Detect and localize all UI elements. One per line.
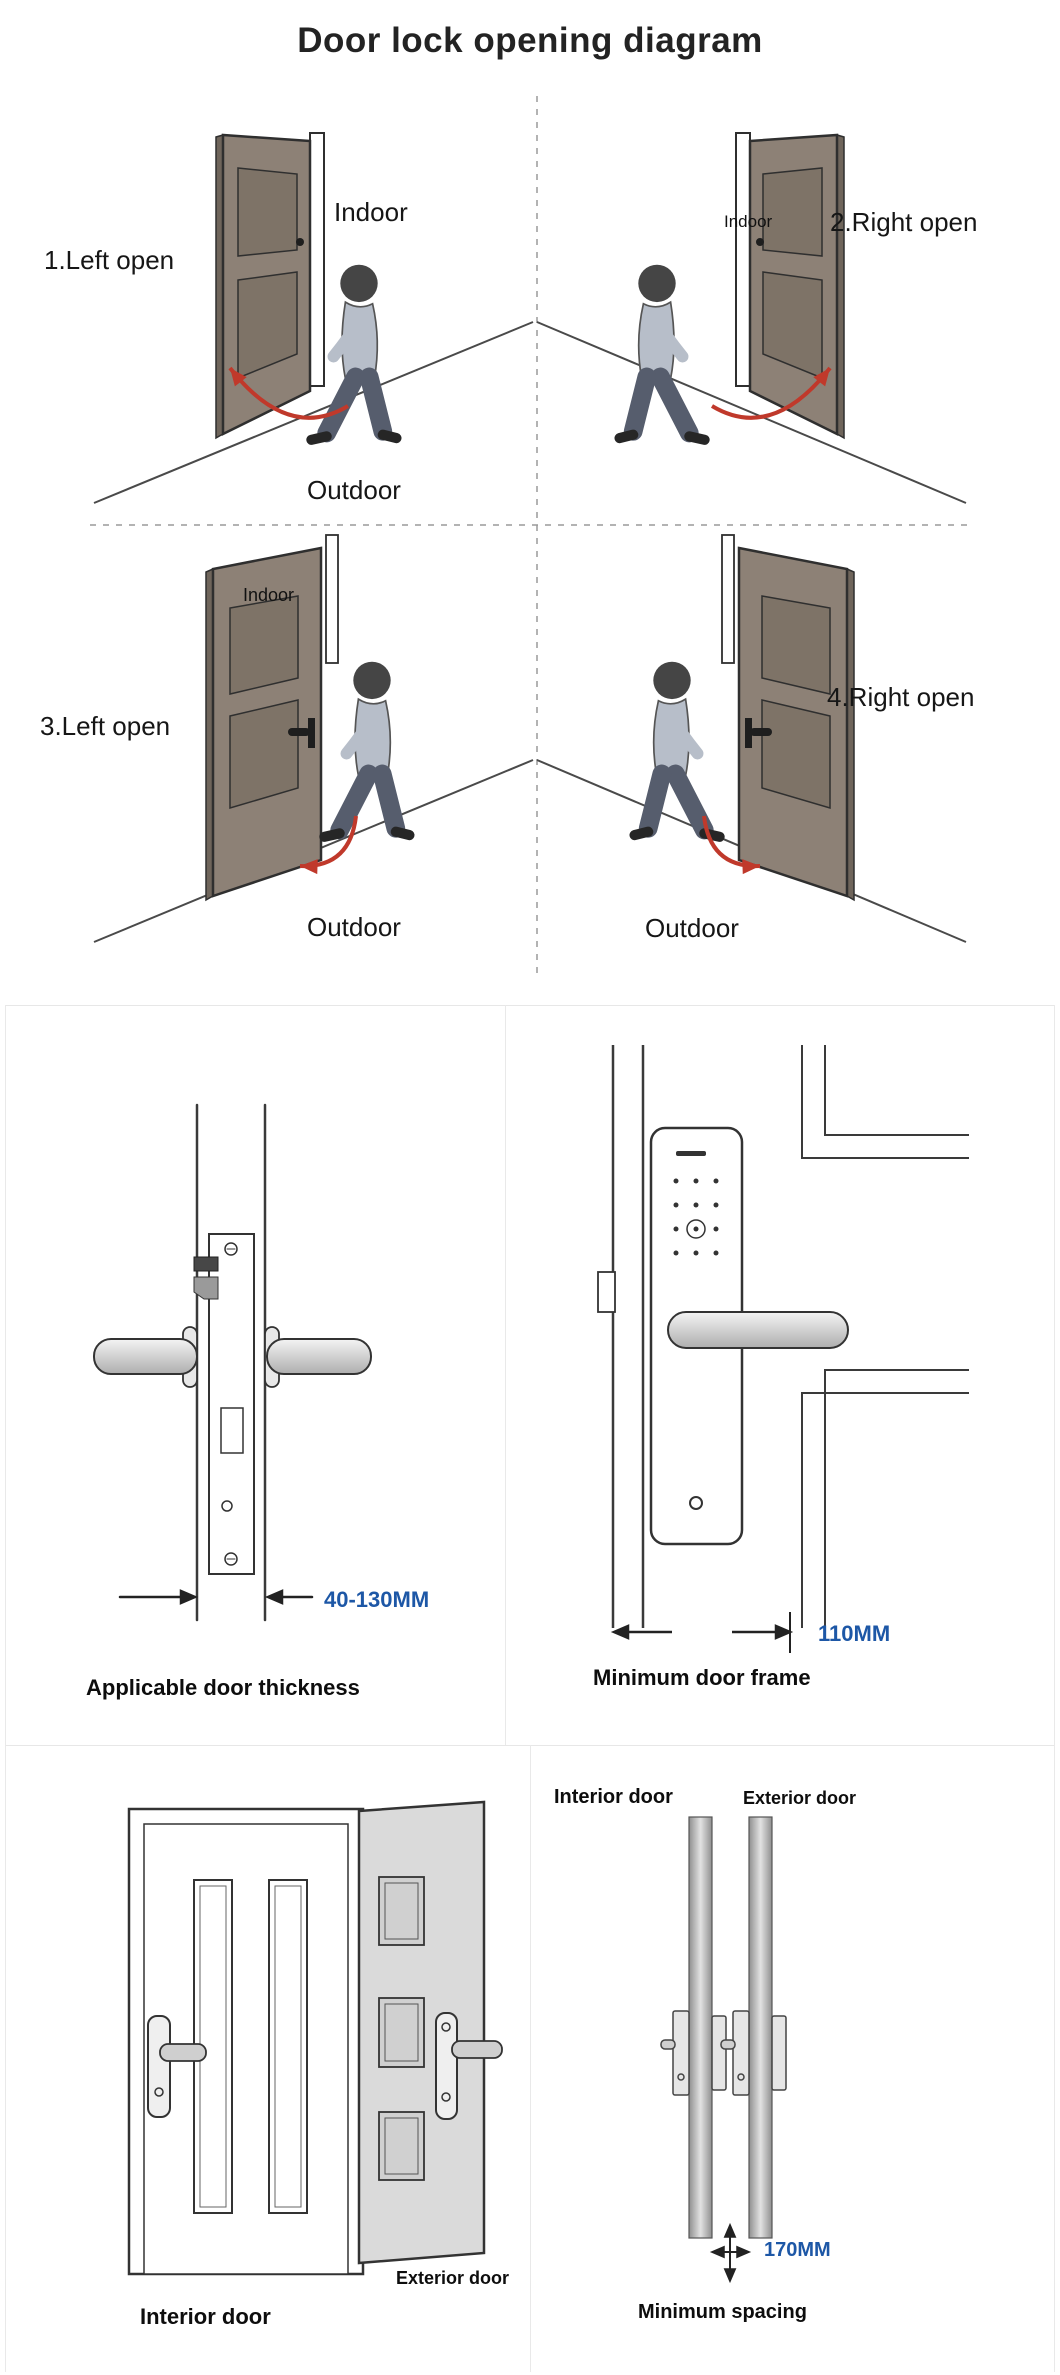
- cell-divider: [530, 1745, 531, 2372]
- deadbolt: [193, 1256, 219, 1272]
- door-frame-drawing: [597, 1045, 969, 1653]
- quadrant-4-outdoor: Outdoor: [645, 913, 739, 943]
- lever-handle: [264, 1326, 372, 1388]
- dashed-divider: [90, 96, 968, 976]
- interior-door-leaf: [147, 1879, 308, 2214]
- swing-arrow-icon: [702, 815, 761, 875]
- door-frame: [309, 132, 325, 387]
- lever-handle: [667, 1311, 849, 1349]
- latch-plate: [597, 1271, 616, 1313]
- door-spacing-drawings: [127, 1800, 787, 2282]
- door-lock: [147, 2015, 207, 2118]
- door-lock: [660, 2010, 727, 2096]
- lock-technical-drawings: [93, 1045, 969, 1653]
- quadrant-2-label: 2.Right open: [830, 207, 978, 237]
- door-leaf: [748, 133, 845, 440]
- door-leaf: [737, 546, 855, 902]
- door-overlap-drawing: [127, 1800, 503, 2276]
- quadrant-2-indoor: Indoor: [724, 212, 773, 231]
- interior-door-section: [688, 1816, 713, 2239]
- door-leaf: [205, 546, 323, 902]
- page-title: Door lock opening diagram: [297, 21, 763, 60]
- door-spacing-drawing: [660, 1816, 787, 2282]
- smart-lock-panel: [649, 1126, 849, 1546]
- swing-arrow-icon: [224, 363, 350, 420]
- quadrant-3-drawing: [93, 534, 534, 943]
- quadrant-3-label: 3.Left open: [40, 711, 171, 741]
- quadrant-1-indoor: Indoor: [334, 197, 408, 227]
- door-frame-caption: Minimum door frame: [593, 1665, 811, 1690]
- door-opening-diagram: [90, 96, 968, 976]
- person-figure: [620, 265, 705, 440]
- cell-divider: [5, 1005, 6, 2372]
- quadrant-4-label: 4.Right open: [827, 682, 975, 712]
- door-lock: [435, 2012, 503, 2120]
- spacing-interior-label: Interior door: [554, 1786, 673, 1808]
- speaker-slot: [676, 1151, 706, 1156]
- lever-handle: [93, 1326, 198, 1388]
- floor-line: [93, 321, 534, 504]
- dimension-arrow-icon: [711, 2224, 750, 2282]
- door-leaf: [215, 133, 312, 440]
- quadrant-2-drawing: [536, 132, 967, 504]
- person-figure: [635, 662, 720, 837]
- door-frame: [721, 534, 735, 664]
- spacing-caption: Minimum spacing: [638, 2301, 807, 2323]
- swing-arrow-icon: [299, 815, 358, 875]
- latch-bolt: [193, 1276, 219, 1300]
- cell-divider: [505, 1005, 506, 1745]
- door-handle: [308, 718, 315, 748]
- floor-line: [536, 321, 967, 504]
- quadrant-3-outdoor: Outdoor: [307, 912, 401, 942]
- door-frame: [735, 132, 751, 387]
- person-figure: [324, 662, 409, 837]
- cell-divider: [1054, 1005, 1055, 2372]
- quadrant-3-indoor: Indoor: [243, 585, 295, 605]
- quadrant-1-outdoor: Outdoor: [307, 475, 401, 505]
- spacing-dimension: 170MM: [764, 2239, 831, 2261]
- dimension-arrow-icon: [118, 1589, 314, 1605]
- frame-corner-lines: [801, 1045, 969, 1628]
- quadrant-1-label: 1.Left open: [44, 245, 175, 275]
- door-thickness-drawing: [93, 1103, 372, 1622]
- thickness-dimension: 40-130MM: [324, 1587, 430, 1612]
- door-frame-dimension: 110MM: [818, 1621, 891, 1646]
- keyhole: [689, 1496, 703, 1510]
- spacing-exterior-label: Exterior door: [743, 1788, 857, 1808]
- exterior-door-section: [748, 1816, 773, 2239]
- thickness-caption: Applicable door thickness: [86, 1675, 360, 1700]
- quadrant-4-drawing: [536, 534, 967, 943]
- door-frame: [325, 534, 339, 664]
- section-divider: [5, 1005, 1055, 1006]
- overlap-exterior-label: Exterior door: [396, 2268, 510, 2288]
- quadrant-1-drawing: [93, 132, 534, 504]
- exterior-door-leaf: [357, 1800, 503, 2265]
- overlap-interior-label: Interior door: [140, 2304, 271, 2329]
- dimension-arrow-icon: [612, 1612, 792, 1653]
- door-lock: [720, 2010, 787, 2096]
- keypad: [673, 1178, 719, 1256]
- mortise-lock-body: [193, 1233, 255, 1575]
- swing-arrow-icon: [710, 363, 836, 420]
- door-handle: [745, 718, 752, 748]
